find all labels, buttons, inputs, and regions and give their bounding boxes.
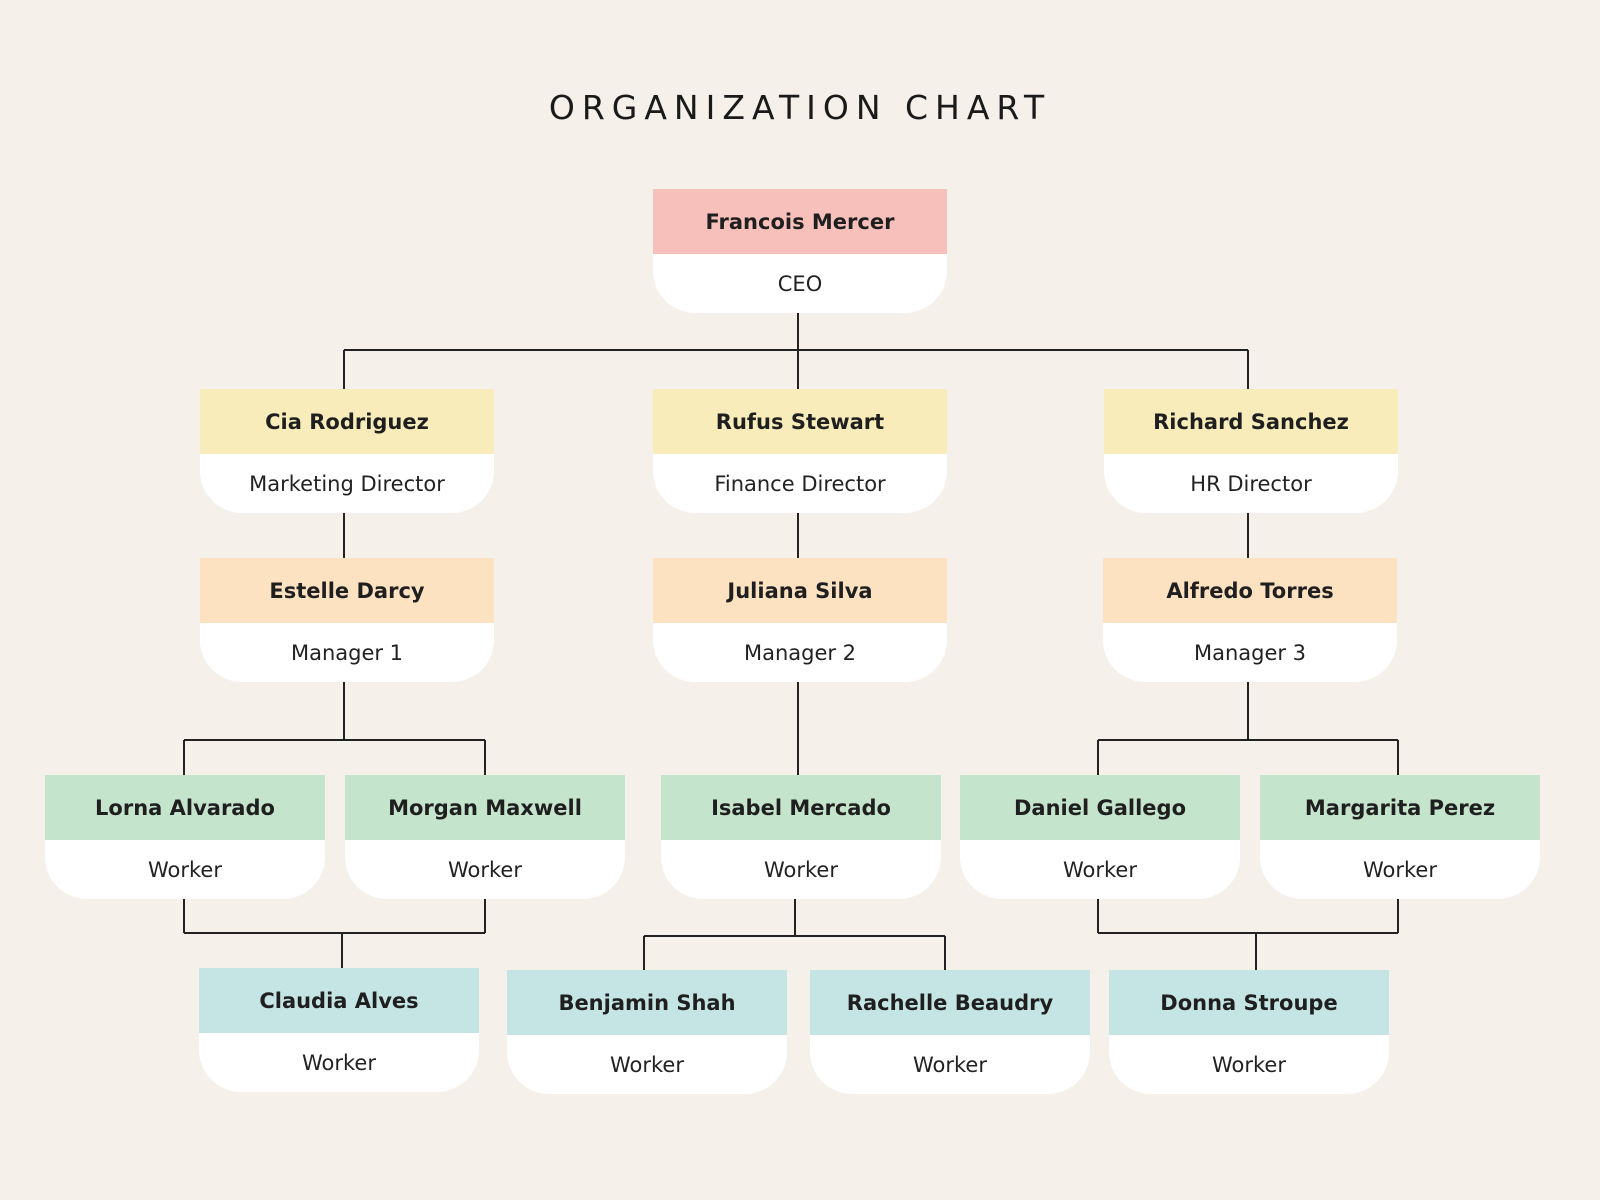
node-director-marketing: Cia Rodriguez Marketing Director — [200, 389, 494, 513]
connector-manager-3-workers — [1097, 682, 1399, 775]
node-name: Benjamin Shah — [507, 970, 787, 1035]
node-worker-isabel: Isabel Mercado Worker — [661, 775, 941, 899]
node-name: Juliana Silva — [653, 558, 947, 623]
node-role: Worker — [507, 1035, 787, 1094]
node-name: Lorna Alvarado — [45, 775, 325, 840]
node-name: Daniel Gallego — [960, 775, 1240, 840]
node-name: Margarita Perez — [1260, 775, 1540, 840]
page-title: ORGANIZATION CHART — [548, 88, 1052, 127]
node-worker-rachelle: Rachelle Beaudry Worker — [810, 970, 1090, 1094]
connector-workers-claudia — [183, 899, 486, 968]
node-name: Morgan Maxwell — [345, 775, 625, 840]
node-name: Rachelle Beaudry — [810, 970, 1090, 1035]
node-role: Worker — [810, 1035, 1090, 1094]
node-director-hr: Richard Sanchez HR Director — [1104, 389, 1398, 513]
node-role: Manager 2 — [653, 623, 947, 682]
node-name: Donna Stroupe — [1109, 970, 1389, 1035]
node-role: Worker — [345, 840, 625, 899]
node-name: Alfredo Torres — [1103, 558, 1397, 623]
node-worker-margarita: Margarita Perez Worker — [1260, 775, 1540, 899]
node-role: Marketing Director — [200, 454, 494, 513]
node-role: Manager 3 — [1103, 623, 1397, 682]
node-role: Finance Director — [653, 454, 947, 513]
node-role: Worker — [661, 840, 941, 899]
node-role: Worker — [1260, 840, 1540, 899]
node-director-finance: Rufus Stewart Finance Director — [653, 389, 947, 513]
node-name: Estelle Darcy — [200, 558, 494, 623]
node-name: Isabel Mercado — [661, 775, 941, 840]
node-worker-lorna: Lorna Alvarado Worker — [45, 775, 325, 899]
node-role: Worker — [1109, 1035, 1389, 1094]
node-name: Francois Mercer — [653, 189, 947, 254]
node-manager-3: Alfredo Torres Manager 3 — [1103, 558, 1397, 682]
node-name: Claudia Alves — [199, 968, 479, 1033]
node-name: Richard Sanchez — [1104, 389, 1398, 454]
node-worker-daniel: Daniel Gallego Worker — [960, 775, 1240, 899]
connector-manager-1-workers — [183, 682, 486, 775]
node-ceo: Francois Mercer CEO — [653, 189, 947, 313]
connector-ceo-directors — [343, 313, 1249, 389]
node-role: HR Director — [1104, 454, 1398, 513]
node-worker-benjamin: Benjamin Shah Worker — [507, 970, 787, 1094]
node-role: Worker — [45, 840, 325, 899]
connector-isabel-subworkers — [643, 899, 946, 970]
node-role: Worker — [960, 840, 1240, 899]
node-worker-donna: Donna Stroupe Worker — [1109, 970, 1389, 1094]
node-name: Rufus Stewart — [653, 389, 947, 454]
node-manager-2: Juliana Silva Manager 2 — [653, 558, 947, 682]
node-manager-1: Estelle Darcy Manager 1 — [200, 558, 494, 682]
node-role: CEO — [653, 254, 947, 313]
node-worker-claudia: Claudia Alves Worker — [199, 968, 479, 1092]
connector-workers-donna — [1097, 899, 1399, 970]
node-role: Manager 1 — [200, 623, 494, 682]
node-role: Worker — [199, 1033, 479, 1092]
node-name: Cia Rodriguez — [200, 389, 494, 454]
node-worker-morgan: Morgan Maxwell Worker — [345, 775, 625, 899]
